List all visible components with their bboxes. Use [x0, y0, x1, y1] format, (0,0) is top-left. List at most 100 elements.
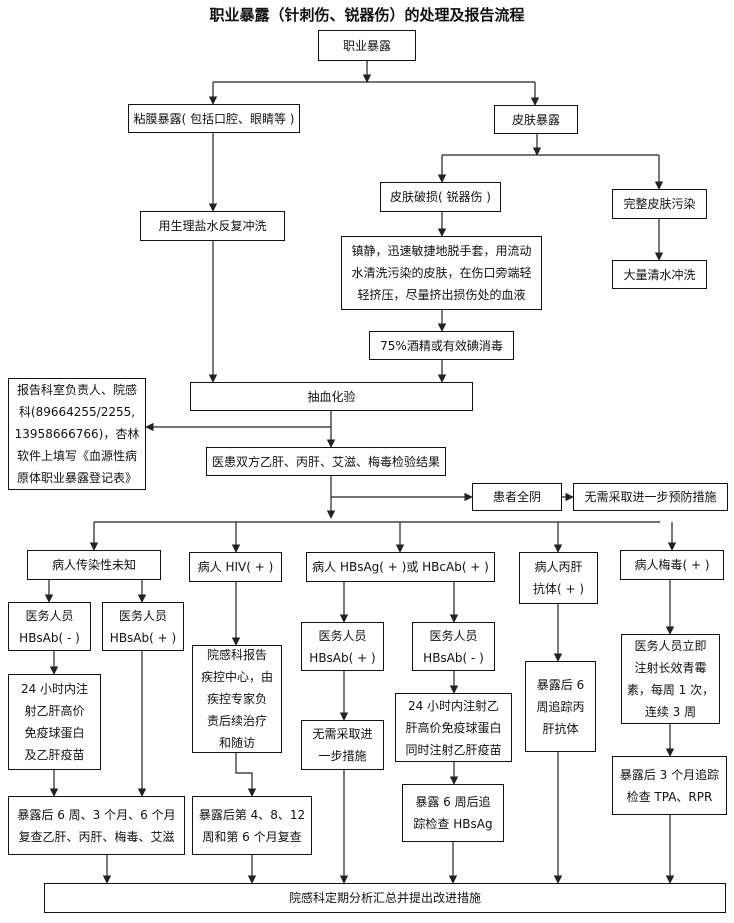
- node-unknown-hbig-vaccine: 24 小时内注射乙肝高价免疫球蛋白及乙肝疫苗: [8, 674, 101, 770]
- node-text-line: HBsAb( - ): [19, 630, 80, 645]
- node-text-line: 完整皮肤污染: [623, 197, 696, 211]
- node-broken-skin: 皮肤破损( 锐器伤 ): [380, 182, 501, 212]
- node-test-results: 医患双方乙肝、丙肝、艾滋、梅毒检验结果: [206, 447, 446, 476]
- node-text-line: 13958666766)，杏林: [14, 427, 140, 441]
- node-unknown-hbsab-negative: 医务人员 HBsAb( - ): [8, 602, 91, 651]
- node-water-rinse: 大量清水冲洗: [612, 260, 707, 289]
- node-text-line: HBsAb( - ): [423, 650, 484, 665]
- node-hbv-followup: 暴露 6 周后追踪检查 HBsAg: [402, 784, 504, 842]
- node-text-line: 和随访: [218, 736, 255, 750]
- node-text-line: 踪检查 HBsAg: [413, 817, 493, 831]
- node-text-line: 抗体( + ): [532, 582, 585, 596]
- node-text-line: 医务人员: [318, 628, 367, 643]
- node-intact-skin: 完整皮肤污染: [612, 189, 707, 219]
- node-text-line: 院感科报告: [206, 648, 267, 662]
- node-text-line: 抽血化验: [307, 389, 356, 404]
- node-text-line: 医务人员: [25, 608, 74, 623]
- node-infectivity-unknown: 病人传染性未知: [27, 550, 161, 580]
- node-periodic-summary: 院感科定期分析汇总并提出改进措施: [44, 883, 726, 913]
- node-text-line: 病人 HBsAg( + )或 HBcAb( + ): [312, 560, 489, 574]
- node-text-line: 病人梅毒( + ): [634, 558, 710, 572]
- node-text-line: 疾控中心，由: [200, 670, 273, 684]
- node-text-line: 原体职业暴露登记表》: [16, 471, 137, 485]
- node-text-line: 复查乙肝、丙肝、梅毒、艾滋: [18, 829, 175, 844]
- node-text-line: 报告科室负责人、院感: [16, 383, 137, 397]
- node-text-line: HBsAb( + ): [309, 650, 376, 665]
- node-patient-hcv: 病人丙肝抗体( + ): [519, 552, 598, 604]
- node-text-line: 轻挤压，尽量挤出损伤处的血液: [357, 288, 526, 302]
- node-text-line: 医务人员: [429, 628, 478, 643]
- node-saline-rinse: 用生理盐水反复冲洗: [140, 211, 285, 241]
- node-text-line: 暴露后 6: [536, 677, 585, 692]
- node-text-line: HBsAb( + ): [109, 630, 177, 645]
- node-hcv-followup: 暴露后 6 周追踪丙肝抗体: [525, 661, 596, 752]
- node-hiv-followup: 暴露后第 4、8、12 周和第 6 个月复查: [192, 796, 312, 855]
- node-blood-test: 抽血化验: [190, 382, 473, 411]
- node-unknown-hbsab-positive: 医务人员 HBsAb( + ): [102, 602, 184, 651]
- node-text-line: 一步措施: [318, 749, 367, 763]
- node-text-line: 病人丙肝: [534, 560, 583, 574]
- node-hbv-hbsab-positive: 医务人员 HBsAb( + ): [301, 622, 384, 671]
- node-text-line: 暴露后第 4、8、12: [198, 807, 306, 822]
- node-occupational-exposure: 职业暴露: [318, 30, 416, 61]
- node-text-line: 暴露后 3 个月追踪: [619, 767, 720, 782]
- node-text-line: 周和第 6 个月复查: [202, 829, 302, 844]
- node-text-line: 24 小时内注: [20, 682, 89, 696]
- node-text-line: 无需采取进: [312, 727, 373, 741]
- node-skin-exposure: 皮肤暴露: [494, 105, 578, 134]
- node-text-line: 注射长效青霉: [634, 661, 707, 675]
- node-text-line: 射乙肝高价: [24, 704, 85, 718]
- node-hiv-report-cdc: 院感科报告疾控中心，由疾控专家负责后续治疗和随访: [192, 645, 282, 753]
- node-text-line: 皮肤破损( 锐器伤 ): [390, 190, 491, 204]
- node-patient-hiv: 病人 HIV( + ): [189, 552, 282, 582]
- node-text-line: 检查 TPA、RPR: [626, 789, 713, 804]
- node-hbv-no-further-action: 无需采取进一步措施: [301, 720, 384, 770]
- node-text-line: 同时注射乙肝疫苗: [405, 742, 502, 757]
- node-text-line: 责后续治疗: [206, 714, 267, 728]
- node-text-line: 无需采取进一步预防措施: [584, 490, 717, 504]
- node-text-line: 暴露后 6 周、3 个月、6 个月: [17, 807, 176, 822]
- arrow-to-hiv-followup: [235, 753, 257, 797]
- node-text-line: 医务人员: [118, 608, 167, 623]
- node-text-line: 素，每周 1 次，: [626, 683, 715, 697]
- node-hbv-hbig-vaccine: 24 小时内注射乙肝高价免疫球蛋白同时注射乙肝疫苗: [395, 693, 512, 762]
- node-text-line: 水清洗污染的皮肤，在伤口旁端轻: [351, 266, 532, 280]
- node-disinfect: 75%酒精或有效碘消毒: [369, 331, 514, 360]
- node-text-line: 患者全阴: [492, 490, 541, 504]
- node-text-line: 肝抗体: [542, 721, 579, 736]
- node-text-line: 院感科定期分析汇总并提出改进措施: [288, 891, 481, 905]
- node-text-line: 免疫球蛋白: [24, 726, 85, 740]
- node-text-line: 病人传染性未知: [51, 558, 136, 572]
- node-text-line: 及乙肝疫苗: [24, 748, 85, 762]
- node-text-line: 医务人员立即: [634, 639, 707, 653]
- node-text-line: 职业暴露: [342, 38, 391, 53]
- node-text-line: 病人 HIV( + ): [197, 560, 274, 574]
- node-syphilis-followup: 暴露后 3 个月追踪检查 TPA、RPR: [612, 756, 727, 815]
- node-text-line: 75%酒精或有效碘消毒: [380, 338, 503, 353]
- node-text-line: 科(89664255/2255,: [18, 405, 136, 419]
- node-text-line: 肝高价免疫球蛋白: [405, 720, 502, 735]
- node-text-line: 医患双方乙肝、丙肝、艾滋、梅毒检验结果: [211, 454, 440, 469]
- node-text-line: 周追踪丙: [536, 699, 585, 714]
- node-text-line: 大量清水冲洗: [623, 267, 696, 282]
- node-text-line: 连续 3 周: [644, 705, 697, 719]
- node-squeeze-wound: 镇静，迅速敏捷地脱手套，用流动水清洗污染的皮肤，在伤口旁端轻轻挤压，尽量挤出损伤…: [341, 236, 542, 310]
- node-no-prevention: 无需采取进一步预防措施: [573, 483, 728, 511]
- node-text-line: 镇静，迅速敏捷地脱手套，用流动: [351, 244, 532, 258]
- node-text-line: 用生理盐水反复冲洗: [158, 219, 267, 233]
- node-text-line: 皮肤暴露: [511, 112, 560, 127]
- page-title: 职业暴露（针刺伤、锐器伤）的处理及报告流程: [209, 6, 525, 24]
- node-text-line: 粘膜暴露( 包括口腔、眼睛等 ): [133, 111, 295, 126]
- node-patient-syphilis: 病人梅毒( + ): [620, 550, 724, 580]
- node-text-line: 24 小时内注射乙: [407, 698, 500, 713]
- node-unknown-followup: 暴露后 6 周、3 个月、6 个月复查乙肝、丙肝、梅毒、艾滋: [8, 796, 185, 855]
- node-report: 报告科室负责人、院感科(89664255/2255, 13958666766)，杏…: [8, 378, 146, 490]
- node-text-line: 疾控专家负: [206, 692, 267, 706]
- node-patient-hbv: 病人 HBsAg( + )或 HBcAb( + ): [306, 552, 495, 582]
- node-mucosa-exposure: 粘膜暴露( 包括口腔、眼睛等 ): [128, 104, 300, 133]
- node-text-line: 暴露 6 周后追: [415, 795, 491, 809]
- node-syphilis-penicillin: 医务人员立即注射长效青霉素，每周 1 次， 连续 3 周: [621, 634, 720, 724]
- node-text-line: 软件上填写《血源性病: [16, 449, 137, 463]
- node-patient-negative: 患者全阴: [472, 483, 562, 511]
